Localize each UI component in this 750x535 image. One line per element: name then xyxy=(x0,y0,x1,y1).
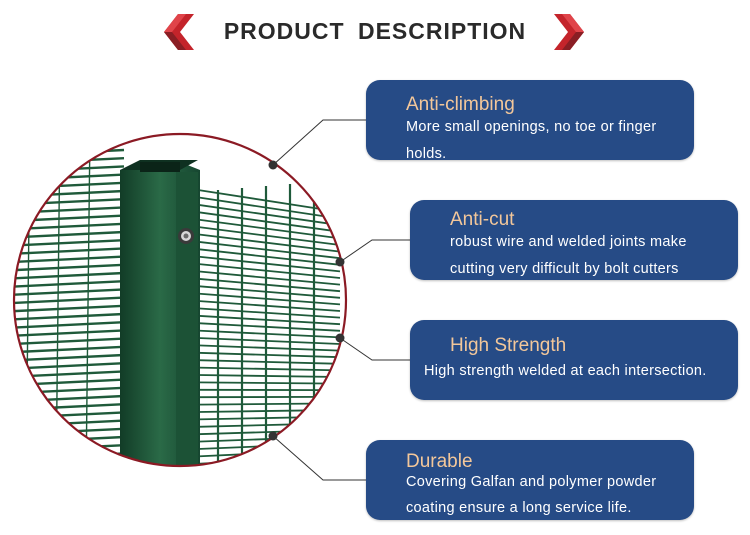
feature-description: More small openings, no toe or finger ho… xyxy=(406,114,691,168)
mesh-wire xyxy=(197,203,341,227)
feature-description: High strength welded at each intersectio… xyxy=(424,358,707,384)
circle-border xyxy=(12,132,348,468)
mesh-wire xyxy=(197,240,341,260)
header: PRODUCT DESCRIPTION xyxy=(0,0,750,62)
mesh-wire xyxy=(197,285,341,299)
mesh-wire xyxy=(14,263,125,272)
feature-description: Covering Galfan and polymer powder coati… xyxy=(406,469,691,521)
mesh-wire xyxy=(14,271,125,281)
mesh-wire xyxy=(197,381,341,385)
mesh-wire xyxy=(197,300,341,312)
feature-card-durable: Durable Covering Galfan and polymer powd… xyxy=(366,440,694,520)
mesh-wire xyxy=(14,288,125,297)
mesh-wire xyxy=(197,270,341,286)
feature-title: Durable xyxy=(406,451,473,472)
feature-description: robust wire and welded joints make cutti… xyxy=(450,229,735,283)
mesh-wire xyxy=(14,321,125,330)
feature-title: High Strength xyxy=(450,335,567,356)
description-line: More small openings, no toe or finger xyxy=(406,119,657,135)
feature-card-anti-cut: Anti-cut robust wire and welded joints m… xyxy=(410,200,738,280)
fence-post xyxy=(120,160,200,466)
mesh-wire xyxy=(14,460,125,466)
mesh-wire xyxy=(14,312,125,322)
page-title: PRODUCT DESCRIPTION xyxy=(223,18,527,44)
description-line: cutting very difficult by bolt cutters xyxy=(450,261,679,277)
mesh-wire xyxy=(197,189,341,213)
description-line: Covering Galfan and polymer powder xyxy=(406,474,657,490)
mesh-wire xyxy=(197,307,341,319)
mesh-wire xyxy=(197,359,341,365)
fence-circle xyxy=(0,134,346,478)
description-line: coating ensure a long service life. xyxy=(406,500,632,516)
mesh-wire xyxy=(197,374,341,378)
mesh-wire xyxy=(197,211,341,233)
mesh-wire xyxy=(197,263,341,279)
mesh-wire xyxy=(197,292,341,306)
connector-lines xyxy=(272,119,410,481)
mesh-wire xyxy=(197,255,341,273)
description-line: holds. xyxy=(406,146,447,162)
mesh-wire xyxy=(197,337,341,345)
mesh-wire xyxy=(85,134,91,466)
mesh-wire xyxy=(197,461,341,466)
mesh-wire xyxy=(197,196,341,220)
feature-title: Anti-climbing xyxy=(406,94,515,115)
description-line: robust wire and welded joints make xyxy=(450,234,687,250)
mesh-wire xyxy=(197,226,341,246)
mesh-wire xyxy=(197,402,341,406)
mesh-wire xyxy=(197,233,341,253)
mesh-wire xyxy=(14,280,125,289)
chevron-left-icon xyxy=(164,14,194,50)
mesh-wire xyxy=(197,277,341,293)
mesh-wire xyxy=(197,351,341,359)
mesh-wire xyxy=(198,469,340,478)
mesh-wire xyxy=(197,366,341,372)
mesh-wire xyxy=(197,218,341,240)
mesh-wire xyxy=(197,314,341,326)
feature-card-high-strength: High Strength High strength welded at ea… xyxy=(410,320,738,400)
description-line: High strength welded at each intersectio… xyxy=(424,363,707,379)
mesh-wire xyxy=(14,304,125,313)
mesh-wire xyxy=(197,322,341,332)
mesh-wire xyxy=(14,296,125,305)
mesh-wire xyxy=(14,452,125,461)
mesh-wire xyxy=(14,329,125,338)
mesh-wire xyxy=(197,329,341,339)
connector-dots xyxy=(268,160,345,441)
mesh-wire xyxy=(197,344,341,352)
mesh-wire xyxy=(0,470,124,476)
chevron-right-icon xyxy=(554,14,584,50)
feature-title: Anti-cut xyxy=(450,209,515,230)
feature-card-anti-climbing: Anti-climbing More small openings, no to… xyxy=(366,80,694,162)
mesh-wire xyxy=(14,255,125,264)
mesh-wire xyxy=(197,248,341,266)
